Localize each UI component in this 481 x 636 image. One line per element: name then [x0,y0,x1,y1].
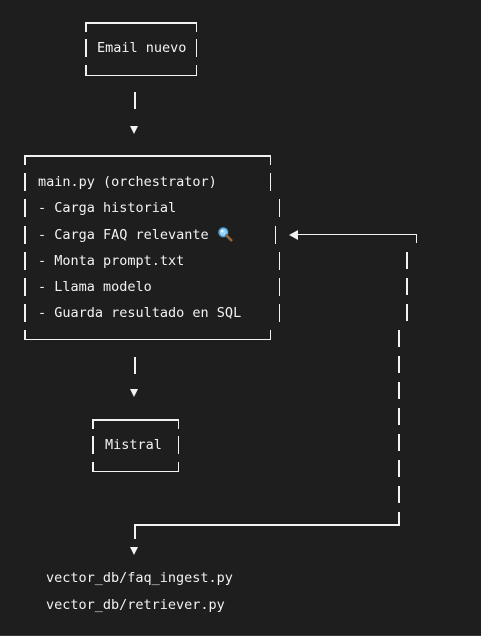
step-carga-faq-label: - Carga FAQ relevante [38,227,209,243]
main-box-title: main.py (orchestrator) [38,174,217,190]
step-llama-modelo: - Llama modelo [38,279,152,295]
arrow-down-icon [130,126,138,134]
step-carga-historial: - Carga historial [38,200,177,216]
step-guarda-resultado: - Guarda resultado en SQL [38,305,242,321]
mistral-box-label: Mistral [105,437,162,453]
magnifying-glass-icon [217,226,233,242]
arrow-left-icon [289,229,298,240]
file-retriever: vector_db/retriever.py [46,597,225,613]
file-faq-ingest: vector_db/faq_ingest.py [46,570,233,586]
step-carga-faq: - Carga FAQ relevante [38,226,233,243]
email-box-label: Email nuevo [97,40,187,56]
step-monta-prompt: - Monta prompt.txt [38,253,185,269]
arrow-down-icon [130,547,138,555]
arrow-down-icon [130,389,138,397]
